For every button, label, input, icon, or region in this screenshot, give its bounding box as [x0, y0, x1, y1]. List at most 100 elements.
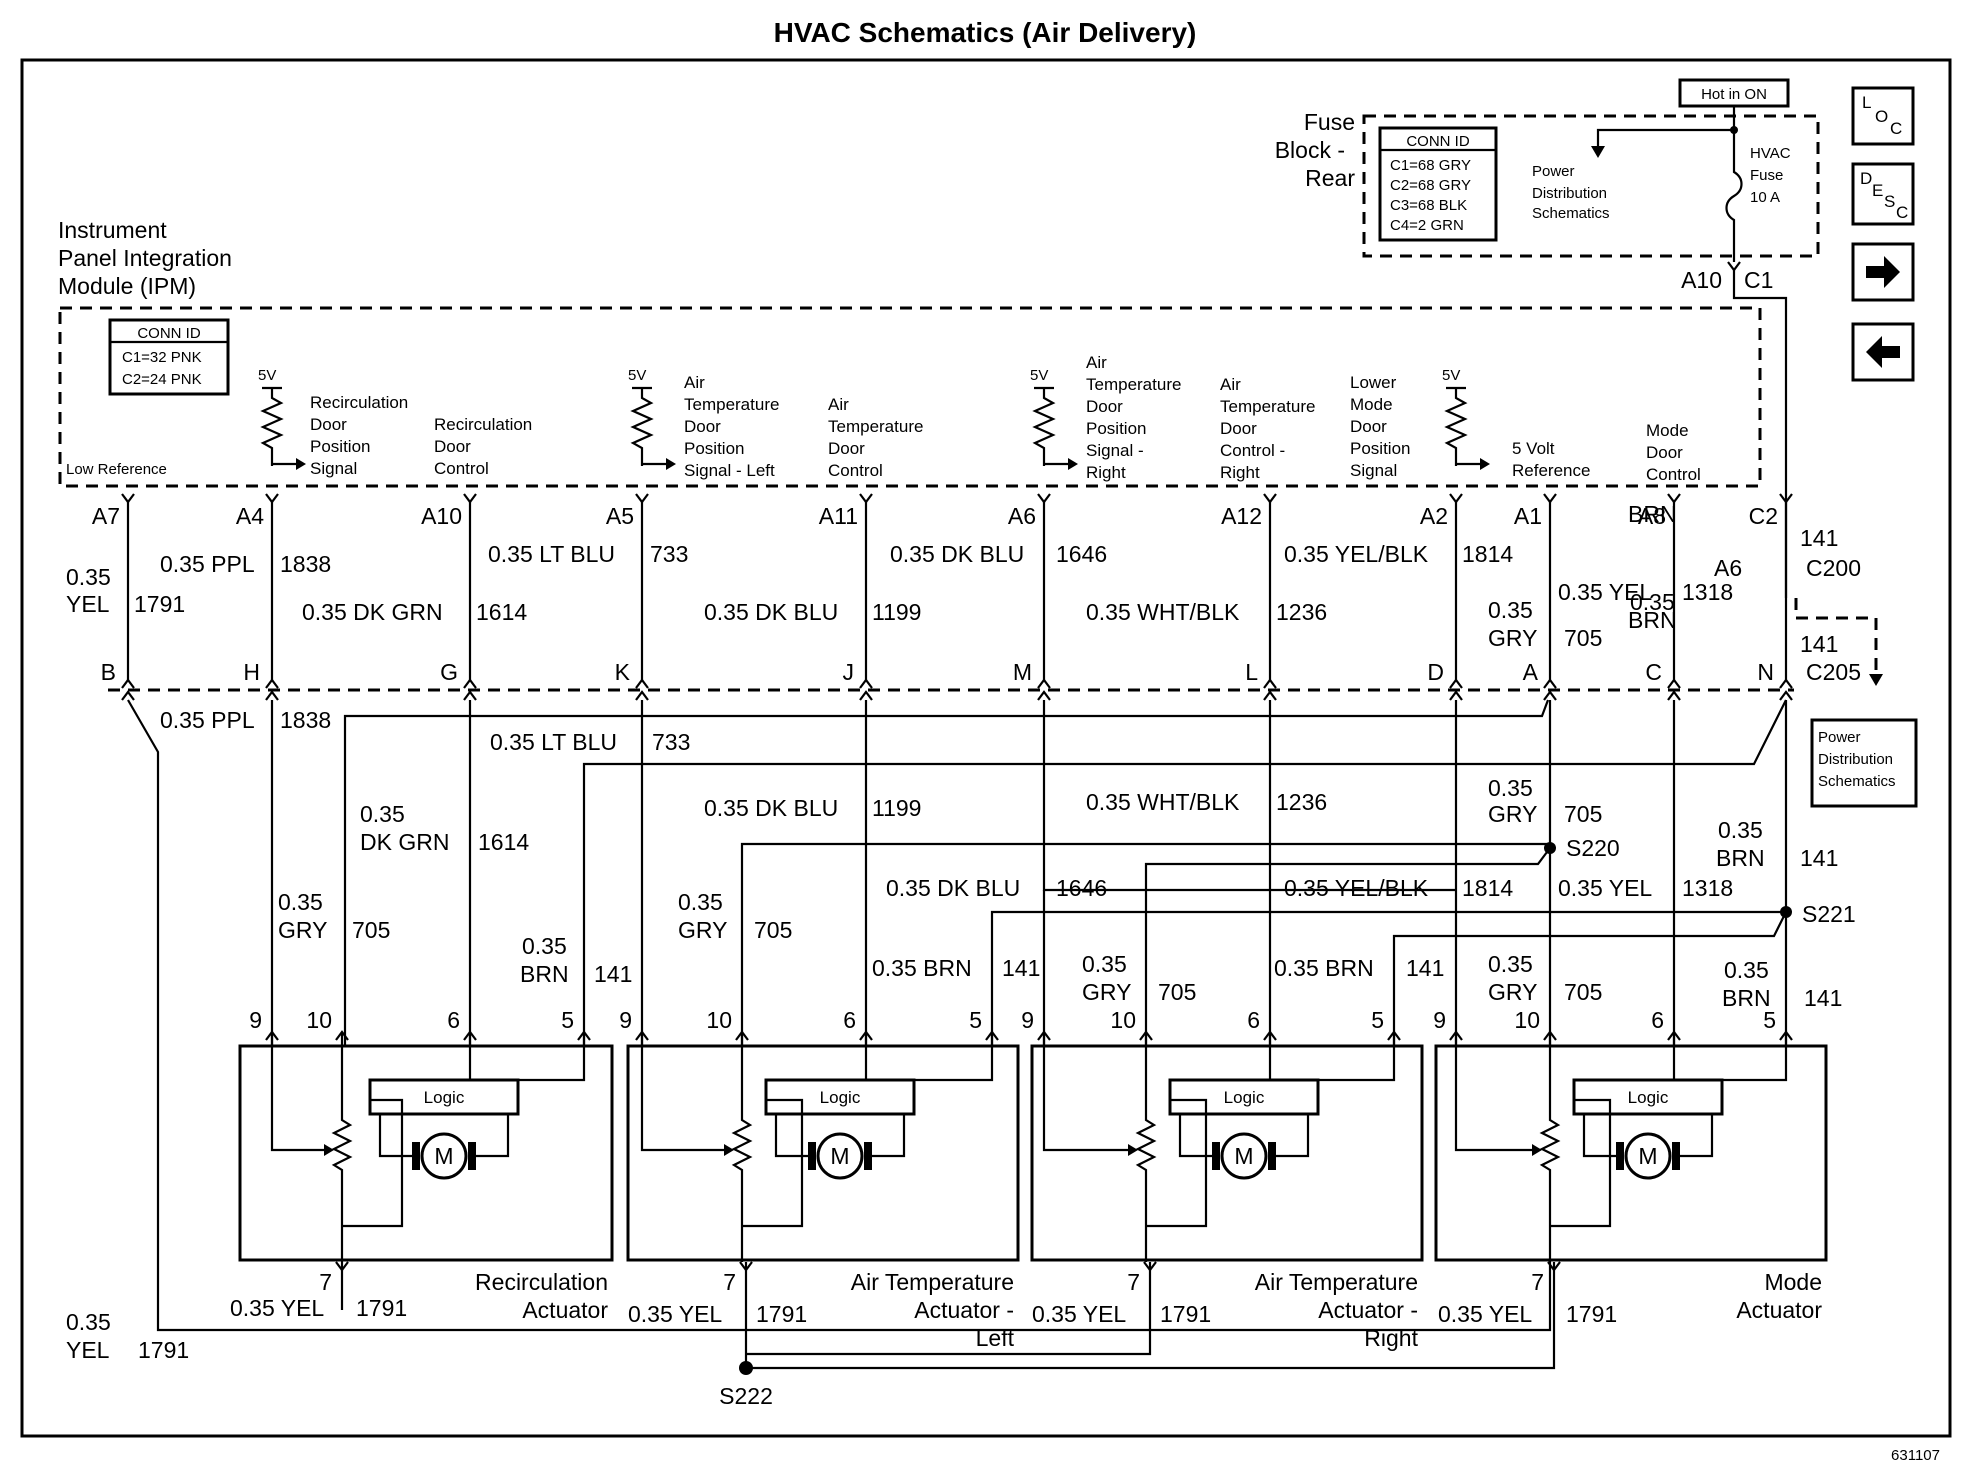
svg-text:DK GRN: DK GRN	[360, 829, 449, 855]
actuator-pin-label: 10	[1514, 1007, 1540, 1033]
svg-text:0.35: 0.35	[66, 564, 111, 590]
outer-frame	[20, 58, 1952, 1438]
svg-text:GRY: GRY	[1488, 625, 1537, 651]
actuator-box	[1434, 1044, 1828, 1262]
pin-fork	[859, 493, 873, 504]
svg-text:1838: 1838	[280, 551, 331, 577]
motor-wire	[1270, 1114, 1310, 1158]
svg-text:1814: 1814	[1462, 541, 1513, 567]
connector-fork	[1449, 678, 1463, 689]
five-volt-label: 5V	[258, 367, 276, 384]
svg-text:Control: Control	[1646, 465, 1701, 484]
internal-wire	[640, 1046, 726, 1152]
svg-text:Signal - Left: Signal - Left	[684, 461, 775, 480]
potentiometer	[1135, 1046, 1157, 1262]
ipm-module: Instrument Panel Integration Module (IPM…	[58, 217, 1762, 488]
actuator-pin-label: 7	[723, 1269, 736, 1295]
figure-id: 631107	[1891, 1447, 1940, 1464]
svg-text:1614: 1614	[476, 599, 527, 625]
svg-text:Air: Air	[1086, 353, 1107, 372]
svg-text:0.35: 0.35	[1488, 597, 1533, 623]
actuator-pin-label: 7	[1127, 1269, 1140, 1295]
connector-letter: J	[843, 659, 855, 685]
actuator-box	[238, 1044, 614, 1262]
page-title: HVAC Schematics (Air Delivery)	[774, 17, 1197, 48]
svg-text:Door: Door	[310, 415, 347, 434]
svg-text:733: 733	[650, 541, 688, 567]
svg-text:Signal: Signal	[1350, 461, 1397, 480]
svg-text:Lower: Lower	[1350, 373, 1397, 392]
svg-text:1318: 1318	[1682, 875, 1733, 901]
svg-text:Door: Door	[1350, 417, 1387, 436]
actuator-pin-label: 6	[1651, 1007, 1664, 1033]
svg-text:1814: 1814	[1462, 875, 1513, 901]
pin-fork	[265, 493, 279, 504]
connector-fork	[1543, 690, 1557, 701]
svg-text:141: 141	[1406, 955, 1444, 981]
pin-fork	[1543, 493, 1557, 504]
svg-text:C2=24 PNK: C2=24 PNK	[122, 371, 202, 388]
svg-text:0.35 DK BLU: 0.35 DK BLU	[890, 541, 1024, 567]
svg-text:C4=2 GRN: C4=2 GRN	[1390, 217, 1464, 234]
svg-text:0.35 DK BLU: 0.35 DK BLU	[704, 599, 838, 625]
svg-text:0.35 YEL: 0.35 YEL	[230, 1295, 324, 1321]
desc-icon: D	[1860, 169, 1872, 188]
motor-wire	[1674, 1114, 1714, 1158]
svg-text:0.35 YEL/BLK: 0.35 YEL/BLK	[1284, 541, 1429, 567]
svg-text:BRN: BRN	[520, 961, 569, 987]
svg-text:705: 705	[754, 917, 792, 943]
svg-text:Position: Position	[1350, 439, 1410, 458]
ipm-pin-label: A5	[606, 503, 634, 529]
loc-button[interactable]: L O C	[1851, 86, 1915, 146]
ipm-pin-label: A7	[92, 503, 120, 529]
harness-wiring	[127, 699, 1792, 1375]
actuator-pin-label: 7	[319, 1269, 332, 1295]
svg-text:1838: 1838	[280, 707, 331, 733]
connector-fork	[463, 678, 477, 689]
arrow-icon	[1068, 458, 1078, 470]
svg-text:0.35: 0.35	[1718, 817, 1763, 843]
ipm-pin-label: A12	[1221, 503, 1262, 529]
ipm-pin-label: A4	[236, 503, 264, 529]
svg-text:0.35 WHT/BLK: 0.35 WHT/BLK	[1086, 599, 1240, 625]
svg-text:Recirculation: Recirculation	[310, 393, 408, 412]
potentiometer	[331, 1046, 353, 1262]
internal-wire	[342, 1098, 404, 1228]
svg-text:C205: C205	[1806, 659, 1861, 685]
motor-label: M	[1234, 1143, 1253, 1169]
prev-button[interactable]	[1851, 322, 1915, 382]
svg-text:YEL: YEL	[66, 1337, 110, 1363]
svg-text:0.35: 0.35	[1488, 775, 1533, 801]
svg-text:0.35 DK BLU: 0.35 DK BLU	[704, 795, 838, 821]
internal-wire	[914, 1046, 994, 1082]
desc-button[interactable]: D E S C	[1851, 162, 1915, 226]
svg-text:1791: 1791	[756, 1301, 807, 1327]
svg-text:Reference: Reference	[1512, 461, 1590, 480]
svg-text:Block -: Block -	[1275, 137, 1345, 163]
svg-text:Temperature: Temperature	[828, 417, 923, 436]
svg-text:S: S	[1884, 192, 1895, 211]
svg-text:705: 705	[1564, 625, 1602, 651]
motor-terminal	[1268, 1142, 1276, 1170]
next-button[interactable]	[1851, 242, 1915, 302]
motor-icon	[816, 1132, 864, 1180]
internal-wire	[1146, 1098, 1208, 1228]
ipm-pin-label: A10	[421, 503, 462, 529]
connector-letter: N	[1757, 659, 1774, 685]
pin-fork	[739, 1261, 753, 1272]
svg-text:141: 141	[1800, 845, 1838, 871]
internal-wire	[270, 1046, 326, 1152]
connector-fork	[1037, 678, 1051, 689]
svg-text:141: 141	[1800, 631, 1838, 657]
logic-box	[368, 1078, 520, 1116]
svg-text:Schematics: Schematics	[1532, 205, 1610, 222]
svg-text:Schematics: Schematics	[1818, 773, 1896, 790]
svg-text:Distribution: Distribution	[1532, 185, 1607, 202]
svg-text:Recirculation: Recirculation	[434, 415, 532, 434]
motor-wire	[378, 1114, 418, 1158]
internal-wire	[1318, 1046, 1396, 1082]
svg-text:Right: Right	[1220, 463, 1260, 482]
connector-fork	[265, 690, 279, 701]
